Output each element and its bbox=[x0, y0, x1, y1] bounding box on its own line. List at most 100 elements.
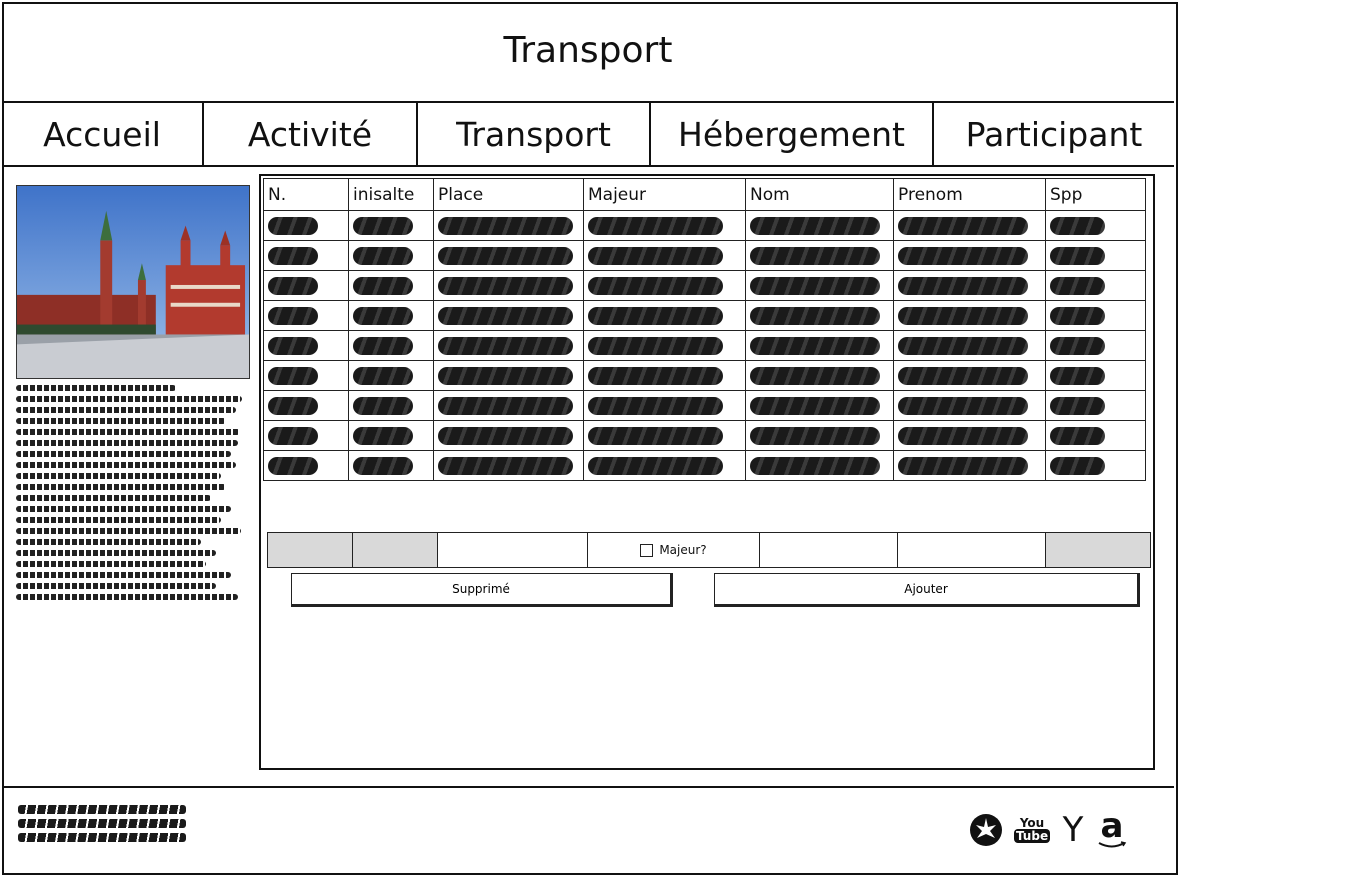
majeur-label: Majeur? bbox=[659, 543, 707, 557]
app-frame bbox=[2, 2, 1178, 875]
add-button[interactable]: Ajouter bbox=[714, 573, 1140, 607]
table-cell bbox=[1045, 360, 1146, 391]
left-panel bbox=[16, 185, 250, 605]
tab-participant[interactable]: Participant bbox=[965, 114, 1143, 154]
table-row[interactable] bbox=[263, 360, 1146, 391]
table-cell bbox=[263, 270, 349, 301]
table-cell bbox=[433, 210, 584, 241]
table-row[interactable] bbox=[263, 420, 1146, 451]
description-text bbox=[16, 385, 250, 600]
table-cell bbox=[1045, 330, 1146, 361]
majeur-checkbox-field[interactable]: Majeur? bbox=[588, 533, 760, 567]
table-cell bbox=[433, 300, 584, 331]
table-cell bbox=[433, 390, 584, 421]
table-cell bbox=[263, 330, 349, 361]
table-cell bbox=[893, 270, 1046, 301]
table-cell bbox=[583, 420, 746, 451]
column-header[interactable]: N. bbox=[263, 178, 349, 211]
main-nav: Accueil Activité Transport Hébergement P… bbox=[2, 101, 1174, 167]
table-cell bbox=[348, 420, 434, 451]
table-cell bbox=[263, 210, 349, 241]
majeur-checkbox[interactable] bbox=[640, 543, 654, 557]
tab-activite[interactable]: Activité bbox=[204, 103, 418, 165]
field-place[interactable] bbox=[438, 533, 588, 567]
table-cell bbox=[1045, 270, 1146, 301]
table-cell bbox=[348, 210, 434, 241]
page-title: Transport bbox=[503, 30, 673, 71]
youtube-you-text: You bbox=[1019, 816, 1045, 830]
field-nom[interactable] bbox=[760, 533, 898, 567]
column-header[interactable]: Nom bbox=[745, 178, 894, 211]
table-cell bbox=[263, 450, 349, 481]
table-row[interactable] bbox=[263, 210, 1146, 241]
table-cell bbox=[433, 240, 584, 271]
footer-text bbox=[18, 800, 188, 847]
amazon-smile-icon bbox=[1098, 841, 1127, 848]
table-cell bbox=[1045, 390, 1146, 421]
table-row[interactable] bbox=[263, 450, 1146, 481]
participants-table: N. inisalte Place Majeur Nom Prenom Spp bbox=[263, 178, 1146, 481]
table-header-row: N. inisalte Place Majeur Nom Prenom Spp bbox=[263, 178, 1146, 211]
table-cell bbox=[893, 300, 1046, 331]
table-cell bbox=[433, 450, 584, 481]
table-cell bbox=[745, 360, 894, 391]
column-header[interactable]: inisalte bbox=[348, 178, 434, 211]
table-cell bbox=[583, 360, 746, 391]
youtube-tube-text: Tube bbox=[1013, 829, 1051, 843]
column-header[interactable]: Majeur bbox=[583, 178, 746, 211]
column-header[interactable]: Spp bbox=[1045, 178, 1146, 211]
table-cell bbox=[745, 330, 894, 361]
field-number[interactable] bbox=[268, 533, 353, 567]
table-cell bbox=[583, 240, 746, 271]
table-row[interactable] bbox=[263, 270, 1146, 301]
table-cell bbox=[348, 360, 434, 391]
rebel-alliance-icon[interactable] bbox=[968, 810, 1004, 850]
table-cell bbox=[1045, 210, 1146, 241]
table-cell bbox=[263, 240, 349, 271]
table-cell bbox=[893, 420, 1046, 451]
table-row[interactable] bbox=[263, 300, 1146, 331]
youtube-icon[interactable]: You Tube bbox=[1013, 810, 1051, 850]
column-header[interactable]: Prenom bbox=[893, 178, 1046, 211]
table-cell bbox=[583, 390, 746, 421]
table-cell bbox=[893, 330, 1046, 361]
amazon-letter: a bbox=[1100, 806, 1124, 846]
column-header[interactable]: Place bbox=[433, 178, 584, 211]
table-row[interactable] bbox=[263, 240, 1146, 271]
table-cell bbox=[348, 330, 434, 361]
table-row[interactable] bbox=[263, 330, 1146, 361]
table-cell bbox=[348, 450, 434, 481]
table-cell bbox=[263, 390, 349, 421]
table-cell bbox=[745, 270, 894, 301]
yahoo-icon[interactable]: Y bbox=[1062, 810, 1084, 850]
field-inisalte[interactable] bbox=[353, 533, 438, 567]
table-cell bbox=[745, 210, 894, 241]
field-spp[interactable] bbox=[1046, 533, 1150, 567]
tab-hebergement[interactable]: Hébergement bbox=[651, 103, 934, 165]
tab-transport[interactable]: Transport bbox=[418, 103, 651, 165]
table-cell bbox=[893, 390, 1046, 421]
delete-button[interactable]: Supprimé bbox=[291, 573, 673, 607]
table-cell bbox=[263, 360, 349, 391]
table-cell bbox=[348, 300, 434, 331]
table-cell bbox=[433, 420, 584, 451]
table-cell bbox=[745, 240, 894, 271]
footer-divider bbox=[2, 786, 1174, 788]
table-cell bbox=[893, 240, 1046, 271]
table-cell bbox=[433, 360, 584, 391]
field-prenom[interactable] bbox=[898, 533, 1046, 567]
table-row[interactable] bbox=[263, 390, 1146, 421]
table-body bbox=[263, 210, 1146, 481]
table-cell bbox=[583, 270, 746, 301]
amazon-icon[interactable]: a bbox=[1094, 806, 1130, 850]
table-cell bbox=[745, 390, 894, 421]
table-cell bbox=[348, 240, 434, 271]
table-cell bbox=[583, 450, 746, 481]
tab-accueil[interactable]: Accueil bbox=[2, 103, 204, 165]
table-cell bbox=[745, 420, 894, 451]
table-cell bbox=[583, 210, 746, 241]
table-cell bbox=[263, 300, 349, 331]
table-cell bbox=[348, 390, 434, 421]
table-cell bbox=[893, 360, 1046, 391]
table-cell bbox=[745, 450, 894, 481]
